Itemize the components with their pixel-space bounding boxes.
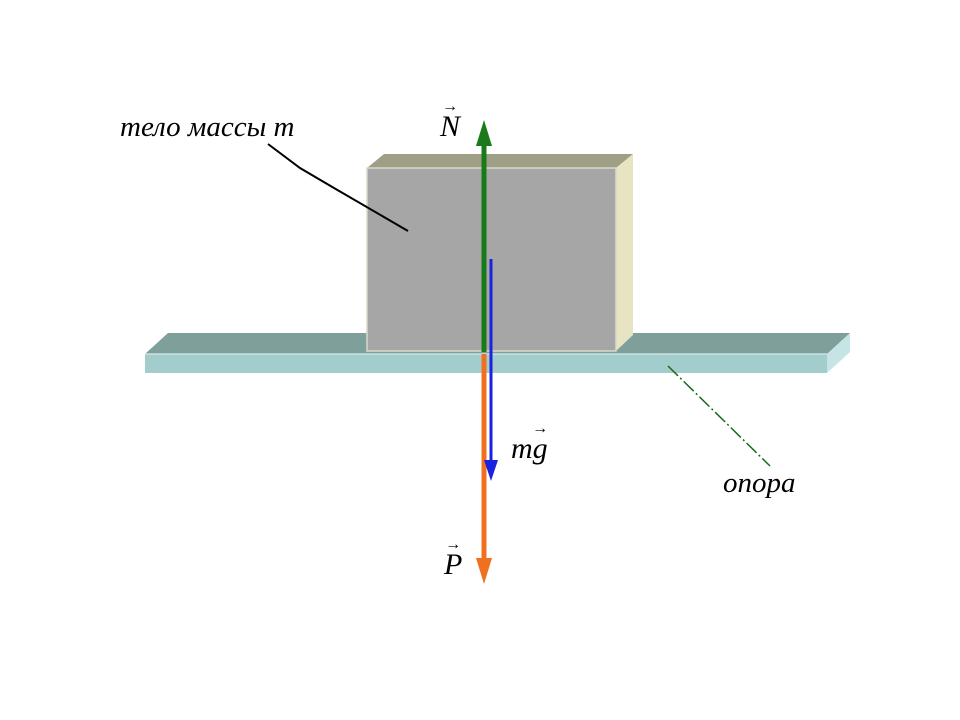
normal-force-label: → N bbox=[440, 99, 461, 143]
vector-arrow-icon: → bbox=[445, 536, 462, 553]
support-board-side bbox=[827, 333, 850, 373]
normal-force-symbol: N bbox=[440, 110, 461, 143]
body-label-leader-line bbox=[267, 143, 409, 232]
body-label: тело массы m bbox=[120, 111, 295, 143]
vector-arrow-icon: → bbox=[532, 420, 549, 437]
gravity-arrowhead bbox=[484, 460, 498, 481]
gravity-label: m → g bbox=[511, 421, 548, 465]
block-side-face bbox=[616, 154, 633, 351]
support-label-leader-line bbox=[667, 365, 771, 467]
normal-force-arrowhead bbox=[476, 120, 492, 146]
support-label: опора bbox=[723, 467, 796, 499]
weight-arrowhead bbox=[476, 558, 492, 584]
vector-arrow-icon: → bbox=[442, 98, 458, 115]
block-top-face bbox=[367, 154, 633, 168]
gravity-mass-symbol: m bbox=[511, 432, 533, 465]
weight-symbol: P bbox=[444, 548, 463, 581]
weight-label: → P bbox=[444, 537, 463, 581]
gravity-symbol: g bbox=[532, 432, 548, 465]
